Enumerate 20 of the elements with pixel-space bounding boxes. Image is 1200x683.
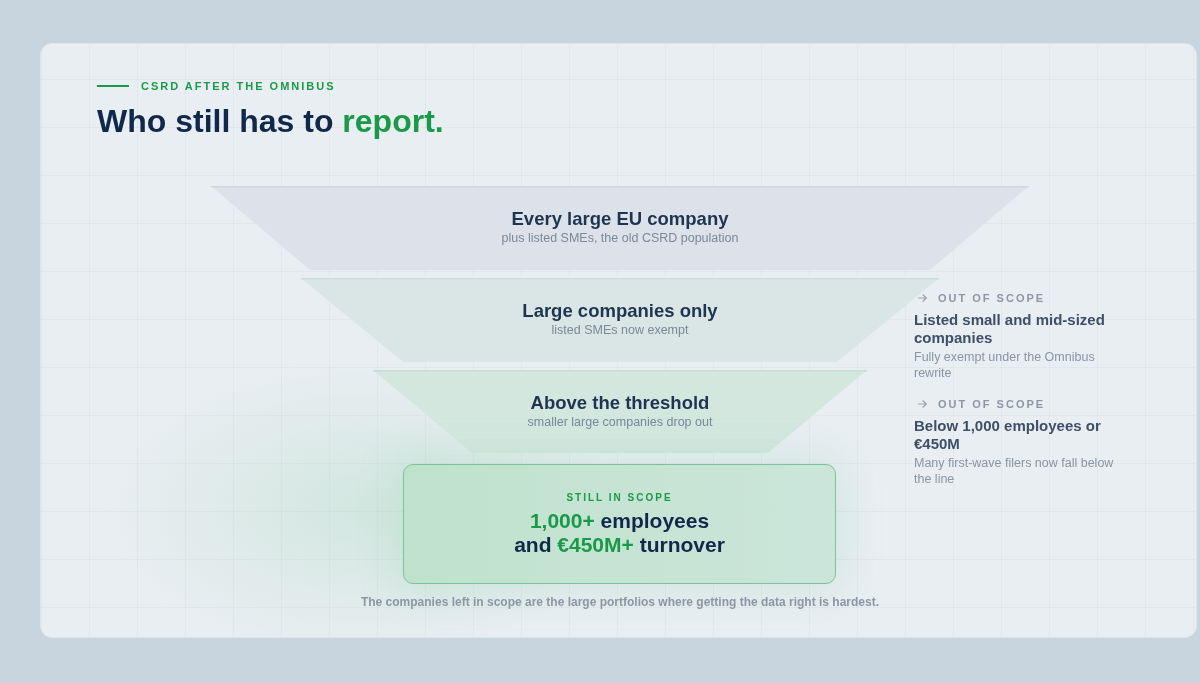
scope-box: [403, 464, 836, 584]
band-subtext: plus listed SMEs, the old CSRD population: [501, 230, 739, 246]
band-heading: Large companies only: [522, 300, 718, 322]
section-kicker: CSRD AFTER THE OMNIBUS: [141, 79, 336, 93]
note-heading: Listed small and mid-sized companies: [914, 311, 1106, 347]
note-heading: Below 1,000 employees or €450M: [914, 417, 1102, 453]
note-text: Fully exempt under the Omnibus rewrite: [914, 349, 1096, 381]
scope-tag: OUT OF SCOPE: [938, 397, 1046, 411]
page-title: Who still has to report.: [97, 102, 444, 140]
funnel-band: [373, 370, 867, 453]
band-heading: Above the threshold: [530, 391, 710, 414]
note-text: Many first-wave filers now fall below the line: [914, 455, 1115, 487]
scope-kicker: STILL IN SCOPE: [566, 491, 673, 505]
band-subtext: smaller large companies drop out: [527, 413, 713, 430]
funnel-band: [211, 186, 1029, 270]
band-heading: Every large EU company: [511, 208, 729, 230]
scope-tag: OUT OF SCOPE: [938, 291, 1046, 305]
caption: The companies left in scope are the large portfolios where getting the data right is hardest.: [360, 594, 880, 610]
scope-headline: 1,000+ employees and €450M+ turnover: [513, 509, 726, 557]
band-subtext: listed SMEs now exempt: [551, 322, 689, 338]
